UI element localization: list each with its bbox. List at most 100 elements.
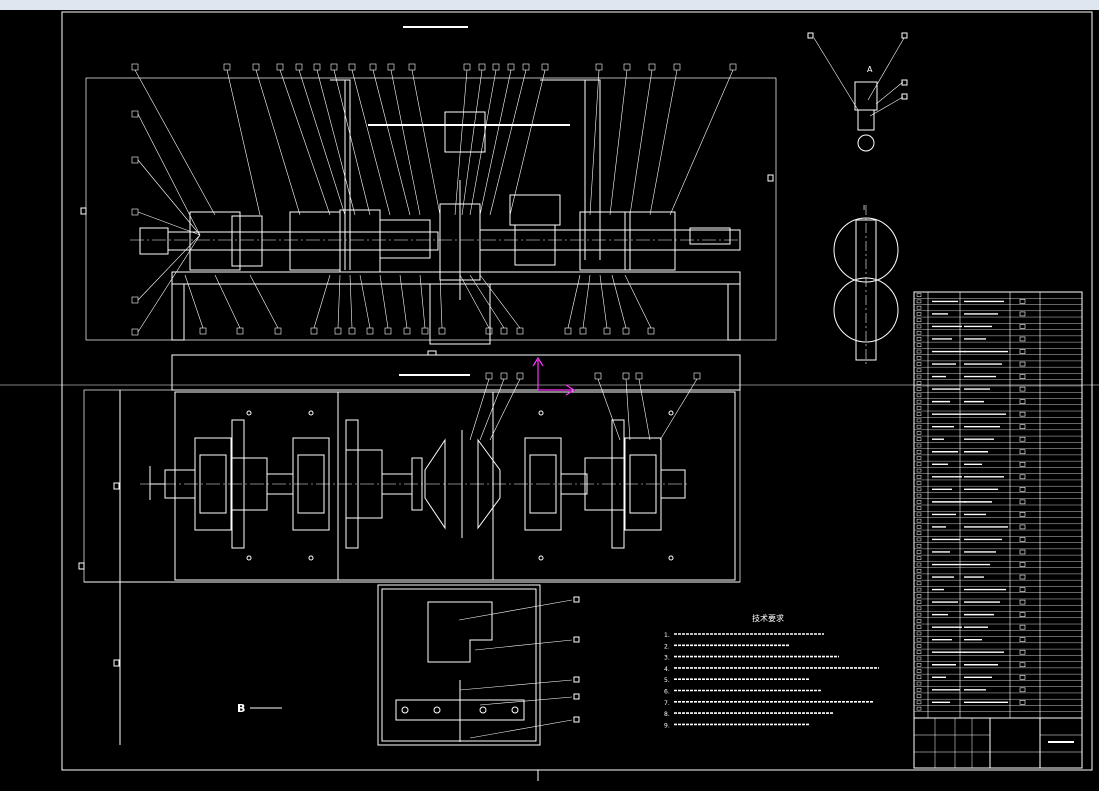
part-tag (673, 63, 681, 71)
table-cell-index (916, 318, 922, 322)
table-cell-mark (1019, 700, 1026, 705)
table-cell-mark (1019, 474, 1026, 480)
part-tag (199, 327, 207, 335)
leader-line (226, 69, 261, 216)
leader-line (351, 69, 391, 216)
leader-line (489, 69, 527, 216)
table-cell-mark (1019, 612, 1026, 617)
part-tag (500, 327, 508, 335)
table-cell-index (916, 681, 922, 686)
table-cell-index (916, 631, 922, 636)
table-cell-mark (1019, 512, 1026, 517)
table-cell-mark (1019, 649, 1026, 655)
table-cell-index (916, 543, 922, 548)
leader-line (489, 378, 521, 441)
leader-line (649, 69, 678, 216)
table-cell-index (916, 362, 922, 366)
part-tag (403, 327, 411, 335)
part-tag (330, 63, 338, 71)
leader-line (597, 378, 621, 441)
table-cell-index (916, 537, 922, 542)
part-tag (492, 63, 500, 71)
part-tag (635, 372, 643, 380)
part-tag (366, 327, 374, 335)
leader-line (659, 378, 698, 441)
part-tag (310, 327, 318, 335)
table-cell-index (916, 399, 922, 404)
part-tag (463, 63, 471, 71)
table-cell-index (916, 612, 922, 617)
table-cell-index (916, 594, 922, 598)
table-cell-index (916, 569, 922, 573)
part-tag (274, 327, 282, 335)
table-cell-index (916, 493, 922, 498)
table-cell-index (916, 437, 922, 441)
leader-line (390, 69, 421, 216)
table-cell-mark (1019, 662, 1026, 668)
table-cell-index (916, 700, 922, 705)
table-cell-mark (1019, 537, 1026, 542)
caption-strokes (399, 26, 470, 376)
table-cell-index (916, 625, 922, 629)
table-cell-mark (1019, 587, 1026, 592)
edge-marker (113, 482, 120, 490)
table-cell-mark (1019, 374, 1026, 379)
table-cell-index (916, 581, 922, 586)
sheet-border (61, 11, 1093, 771)
table-cell-mark (1019, 599, 1026, 605)
table-cell-mark (1019, 524, 1026, 530)
table-cell-index (916, 525, 922, 529)
table-cell-mark (1019, 687, 1026, 693)
table-cell-index (916, 337, 922, 341)
cad-drawing-canvas[interactable]: A B I 技术要求 1.2.3.4.5.6.7.8.9. (0, 10, 1099, 791)
note-number: 3. (664, 655, 670, 662)
leader-line (255, 69, 301, 216)
table-cell-index (916, 688, 922, 692)
elevation-leaders (131, 63, 737, 441)
part-tag (516, 372, 524, 380)
table-cell-mark (1019, 299, 1026, 304)
leader-line (184, 274, 204, 329)
leader-line (589, 69, 600, 216)
leader-line (479, 274, 521, 329)
leader-line (509, 69, 546, 216)
leader-line (454, 69, 468, 216)
leader-line (333, 69, 371, 216)
table-cell-mark (1019, 424, 1026, 429)
part-tag (594, 372, 602, 380)
table-cell-mark (1019, 449, 1026, 455)
part-tag (131, 156, 139, 164)
leader-line (279, 69, 331, 216)
part-tag (384, 327, 392, 335)
part-tag (541, 63, 549, 71)
table-cell-mark (1019, 487, 1026, 492)
table-cell-index (916, 487, 922, 492)
edge-marker (80, 207, 87, 215)
table-cell-mark (1019, 562, 1026, 567)
leader-line (599, 274, 608, 329)
part-tag (522, 63, 530, 71)
detail-b-label: B (237, 702, 245, 715)
leader-line (337, 274, 341, 329)
table-cell-index (916, 518, 922, 523)
section-view (833, 205, 899, 365)
table-cell-index (916, 675, 922, 680)
part-tag (387, 63, 395, 71)
leader-line (419, 274, 426, 329)
part-tag (348, 63, 356, 71)
detail-b-view (250, 584, 580, 746)
note-number: 6. (664, 689, 670, 696)
table-cell-index (916, 443, 922, 448)
table-cell-index (916, 694, 922, 698)
part-tag (648, 63, 656, 71)
leader-line (137, 159, 201, 236)
part-tag (485, 327, 493, 335)
leader-line (399, 274, 408, 329)
note-number: 4. (664, 666, 670, 673)
table-cell-mark (1019, 637, 1026, 642)
table-cell-mark (1019, 674, 1026, 680)
leader-line (479, 69, 512, 216)
table-cell-mark (1019, 549, 1026, 555)
table-cell-index (916, 312, 922, 316)
table-cell-mark (1019, 324, 1026, 329)
